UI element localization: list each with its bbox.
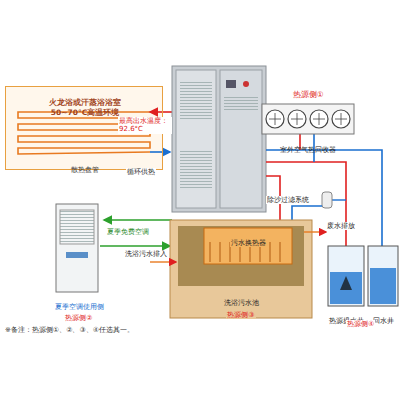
drawing-line <box>220 242 221 262</box>
callout-label: 最高出水温度：92.6°C <box>118 117 172 134</box>
drawing-circle <box>310 110 328 128</box>
drawing-rect <box>176 70 216 208</box>
drawing-rect <box>172 66 266 212</box>
text-row: 室外空气热回收器 <box>260 137 356 156</box>
drawing-rect <box>224 96 258 112</box>
drawing-rect <box>60 210 94 244</box>
drawing-rect <box>204 228 292 264</box>
drawing-rect <box>330 272 362 304</box>
node-title: 洗浴污水池 <box>223 299 260 307</box>
node-title: 火龙浴或汗蒸浴浴室 <box>48 98 122 107</box>
drawing-rect <box>180 80 212 120</box>
drawing-path <box>269 113 281 125</box>
node-text: 50~70°C高温环境 <box>50 108 120 117</box>
sewage-pool: 洗浴污水池热源侧③ 污水换热器 <box>170 220 312 318</box>
node-title: 污水换热器 <box>230 239 267 247</box>
drawing-rect <box>56 204 98 292</box>
text-row: 火龙浴或汗蒸浴浴室 <box>6 90 164 109</box>
drawing-line <box>150 151 170 153</box>
node-text: 室外空气热回收器 <box>279 146 337 154</box>
drawing-path <box>291 113 303 125</box>
drawing-rect <box>262 104 354 134</box>
callout-label: 洗浴污水排入 <box>124 250 168 258</box>
ac-unit: 夏季空调使用侧热源侧② <box>34 200 124 318</box>
drawing-line <box>100 245 170 247</box>
drawing-line <box>150 111 172 113</box>
text-row: 洗浴污水池 <box>170 290 312 309</box>
node-text: 热源侧② <box>64 314 93 322</box>
callout-label: 废水排放 <box>326 222 356 230</box>
drawing-circle <box>288 110 306 128</box>
drawing-rect <box>66 252 88 258</box>
drawing-rect <box>370 268 396 304</box>
drawing-line <box>150 261 176 262</box>
drawing-circle <box>266 110 284 128</box>
text-row: 污水换热器 <box>204 230 292 249</box>
drawing-line <box>280 242 281 262</box>
text-row: 夏季空调使用侧 <box>34 294 124 313</box>
node-text: 散热盘管 <box>70 166 100 174</box>
drawing-rect <box>180 150 212 190</box>
drawing-rect <box>322 192 332 208</box>
drawing-rect <box>368 246 398 306</box>
drawing-polygon <box>340 276 352 290</box>
return-well: 回水井 <box>366 246 400 318</box>
drawing-rect <box>328 246 364 306</box>
drawing-line <box>304 231 326 232</box>
drawing-rect <box>170 220 312 318</box>
drawing-path <box>335 113 347 125</box>
drawing-circle <box>243 81 249 87</box>
drawing-rect <box>220 70 262 208</box>
node-text: 热源侧③ <box>226 311 255 319</box>
air-heat-recovery-unit: 热源侧①室外空气热回收器 <box>260 80 356 150</box>
text-row: 热源侧② <box>34 305 124 324</box>
drawing-rect <box>226 80 236 88</box>
callout-label: 热源侧④ <box>346 320 375 328</box>
callout-label: 循环供热 <box>126 168 156 176</box>
drawing-rect <box>178 226 304 286</box>
drawing-circle <box>332 110 350 128</box>
drawing-g <box>266 110 350 128</box>
heat-exchanger: 污水换热器 <box>204 228 292 264</box>
drawing-line <box>270 242 271 262</box>
node-title: 夏季空调使用侧 <box>54 303 105 311</box>
drawing-line <box>104 219 172 221</box>
drawing-line <box>210 242 211 262</box>
drawing-path <box>313 113 325 125</box>
supply-well: 热源提水井 <box>324 246 368 318</box>
text-row: 热源侧① <box>280 82 336 101</box>
note: ※备注：热源侧①、②、③、④任选其一。 <box>4 326 135 334</box>
node-title: 热源侧① <box>292 90 325 99</box>
callout-label: 夏季免费空调 <box>106 228 150 236</box>
callout-label: 除沙过滤系统 <box>266 196 310 204</box>
text-row: 热源侧③ <box>170 302 312 321</box>
